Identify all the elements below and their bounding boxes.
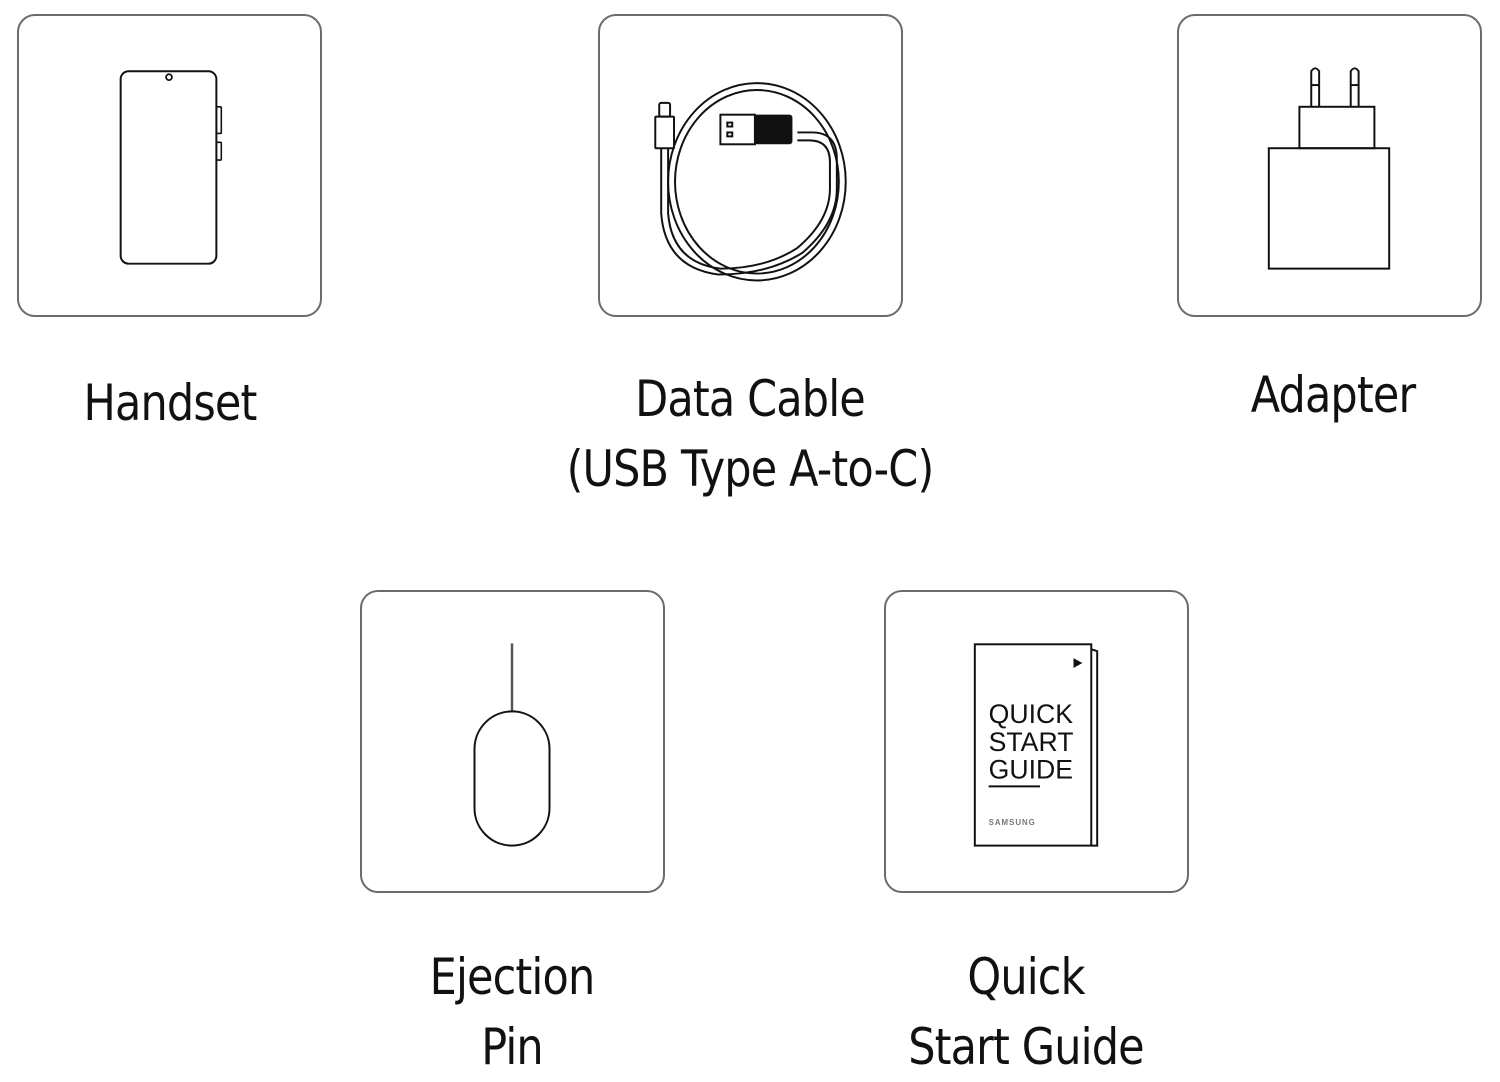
handset-label: Handset — [83, 374, 258, 432]
ejection-pin-card — [360, 590, 665, 893]
ejection-pin-label: Ejection Pin — [429, 948, 596, 1076]
power-adapter-icon — [1267, 67, 1391, 270]
booklet-title-line3: GUIDE — [989, 755, 1073, 785]
data-cable-label: Data Cable (USB Type A-to-C) — [566, 370, 935, 498]
booklet-title-line2: START — [989, 727, 1074, 757]
booklet-title-line1: QUICK — [989, 699, 1074, 729]
data-cable-card — [598, 14, 903, 317]
smartphone-icon — [119, 70, 223, 265]
adapter-label: Adapter — [1250, 366, 1416, 424]
quick-start-guide-label: Quick Start Guide — [908, 948, 1144, 1076]
ejection-pin-icon — [473, 643, 551, 847]
quick-start-guide-card: QUICK START GUIDE SAMSUNG — [884, 590, 1189, 893]
booklet-brand: SAMSUNG — [989, 818, 1036, 827]
booklet-icon: QUICK START GUIDE SAMSUNG — [973, 643, 1099, 847]
usb-cable-icon — [654, 82, 847, 282]
adapter-card — [1177, 14, 1482, 317]
handset-card — [17, 14, 322, 317]
